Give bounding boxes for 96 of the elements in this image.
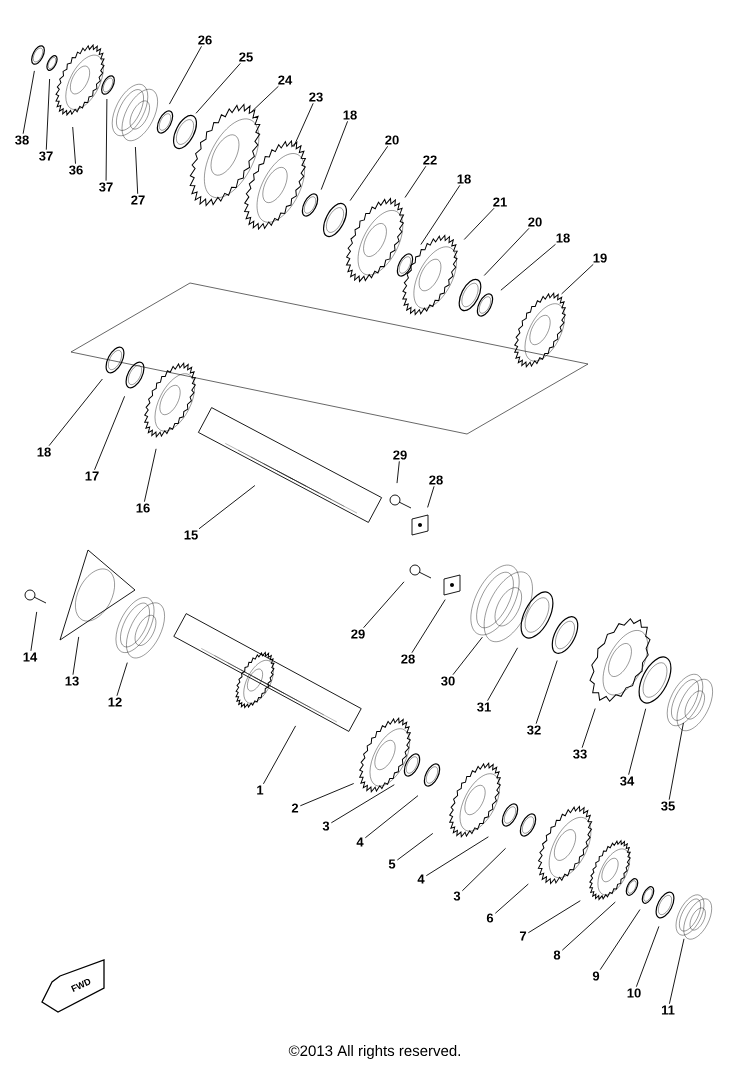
callout-number: 14	[23, 652, 38, 662]
callout-number: 22	[423, 155, 437, 165]
callout-number: 29	[351, 629, 365, 639]
callout-number: 16	[136, 503, 150, 513]
callout-number: 5	[388, 859, 396, 869]
callout-number: 37	[39, 151, 53, 161]
callout-number: 13	[65, 676, 79, 686]
leader-line	[463, 207, 495, 240]
leader-line	[404, 165, 427, 198]
callout-number: 1	[257, 785, 264, 795]
leader-line	[349, 145, 389, 202]
leader-line	[628, 708, 647, 776]
callout-number: 3	[453, 891, 461, 901]
callout-number: 21	[493, 197, 507, 207]
leader-line	[500, 243, 556, 291]
callout-number: 2	[291, 803, 299, 813]
leader-line	[427, 485, 435, 508]
leader-line	[134, 146, 139, 195]
leader-line	[561, 901, 616, 951]
leader-line	[293, 102, 314, 148]
callout-number: 33	[573, 749, 587, 759]
callout-number: 11	[661, 1005, 675, 1015]
leader-line	[411, 599, 446, 654]
leader-line	[483, 227, 530, 276]
callout-number: 28	[401, 654, 415, 664]
callout-number: 25	[239, 52, 253, 62]
leader-line	[494, 883, 529, 914]
callout-number: 19	[593, 253, 607, 263]
leader-line	[561, 263, 594, 295]
leader-line	[396, 832, 434, 861]
leader-line	[198, 485, 256, 530]
leader-line	[320, 120, 348, 191]
leader-line	[48, 378, 103, 447]
leader-line	[22, 70, 35, 135]
callout-number: 31	[477, 702, 491, 712]
callout-number: 10	[627, 988, 641, 998]
callout-number: 28	[429, 475, 443, 485]
leader-line	[168, 45, 202, 105]
callout-number: 20	[385, 135, 399, 145]
leader-line	[668, 722, 684, 801]
callout-number: 32	[527, 725, 541, 735]
callout-number: 9	[592, 971, 600, 981]
leader-line	[581, 708, 596, 749]
leader-line	[116, 662, 128, 697]
callout-number: 17	[85, 471, 99, 481]
callout-number: 24	[278, 75, 293, 85]
leader-line	[72, 126, 76, 165]
leader-line	[330, 784, 395, 824]
callout-number: 15	[184, 530, 198, 540]
leader-line	[364, 795, 419, 839]
callout-number: 6	[486, 913, 494, 923]
callout-number: 7	[519, 931, 527, 941]
callout-number: 38	[15, 135, 29, 145]
callout-number: 20	[528, 217, 542, 227]
leader-line	[668, 938, 685, 1005]
leader-line	[251, 85, 279, 113]
leader-line	[396, 460, 400, 484]
callout-number: 4	[417, 874, 425, 884]
leader-line	[452, 636, 483, 676]
callout-number: 18	[37, 447, 51, 457]
callout-number: 23	[309, 92, 323, 102]
leader-line	[535, 660, 558, 725]
leader-line	[487, 647, 519, 702]
leader-line	[527, 900, 581, 934]
callout-number: 26	[198, 35, 212, 45]
leader-line	[299, 783, 355, 807]
callout-number: 27	[131, 195, 145, 205]
callout-number: 18	[343, 110, 357, 120]
leader-line	[420, 184, 461, 245]
leader-line	[195, 62, 241, 114]
direction-label: FWD	[70, 979, 91, 992]
leader-line	[363, 581, 405, 629]
callout-number: 36	[69, 165, 83, 175]
callout-number: 18	[457, 174, 471, 184]
leader-line	[263, 725, 297, 785]
leader-line	[143, 448, 157, 503]
callout-number: 29	[393, 450, 407, 460]
callout-number: 12	[108, 697, 122, 707]
leader-line	[425, 836, 489, 877]
callout-number: 35	[661, 801, 675, 811]
callout-number: 37	[99, 182, 113, 192]
leader-line	[635, 925, 660, 988]
copyright-note: ©2013 All rights reserved.	[288, 1045, 460, 1059]
leader-line	[72, 636, 80, 676]
leader-line	[105, 98, 108, 182]
leader-line	[30, 611, 38, 652]
leader-line	[94, 395, 126, 471]
callout-number: 34	[620, 776, 635, 786]
callout-number: 4	[356, 837, 364, 847]
leader-line	[599, 909, 641, 971]
leader-line	[461, 847, 507, 892]
callout-number: 3	[322, 821, 330, 831]
leader-line	[45, 78, 51, 151]
callout-number: 8	[553, 950, 561, 960]
callout-number: 30	[441, 676, 455, 686]
callout-number: 18	[556, 233, 570, 243]
